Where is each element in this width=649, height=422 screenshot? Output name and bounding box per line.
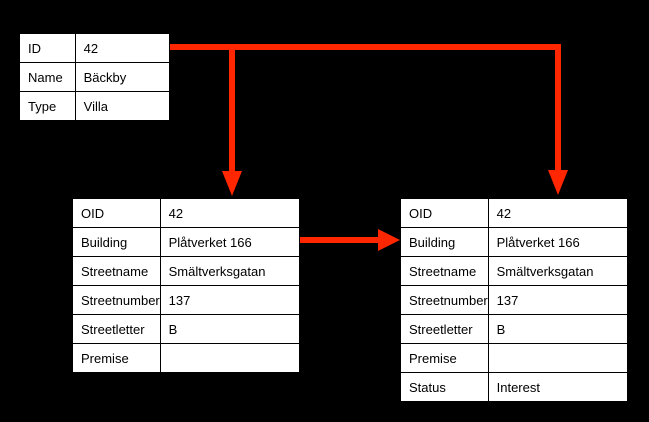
table-row: ID 42 <box>20 34 169 63</box>
field-value: Bäckby <box>83 69 127 85</box>
table-row: Name Bäckby <box>20 63 169 92</box>
field-label: Status <box>401 373 489 401</box>
arrowhead-down-icon <box>222 171 242 196</box>
field-label: OID <box>73 199 161 227</box>
field-value: Plåtverket 166 <box>496 234 580 250</box>
address-record-table-left: OID 42 Building Plåtverket 166 Streetnam… <box>72 198 300 373</box>
field-value: Villa <box>83 98 108 114</box>
field-value: 137 <box>496 292 519 308</box>
field-label: Streetname <box>73 257 161 285</box>
field-label: Streetnumber <box>401 286 489 314</box>
field-value: 42 <box>496 205 512 221</box>
field-label: Building <box>401 228 489 256</box>
field-label: Streetname <box>401 257 489 285</box>
field-label: Type <box>20 92 76 120</box>
area-record-table: ID 42 Name Bäckby Type Villa <box>19 33 170 121</box>
field-value: 42 <box>168 205 184 221</box>
field-value: B <box>496 321 506 337</box>
field-value <box>161 344 299 372</box>
table-row: Premise <box>401 344 627 373</box>
field-label: Building <box>73 228 161 256</box>
connector-line-horizontal <box>170 44 561 50</box>
table-row: Streetletter B <box>401 315 627 344</box>
field-value: Smältverksgatan <box>496 263 594 279</box>
table-row: Streetnumber 137 <box>73 286 299 315</box>
field-label: Name <box>20 63 76 91</box>
field-value: B <box>168 321 178 337</box>
field-value: Plåtverket 166 <box>168 234 252 250</box>
field-value: Interest <box>496 379 540 395</box>
connector-line-vertical-left <box>229 44 235 171</box>
table-row: Status Interest <box>401 373 627 401</box>
field-value: 137 <box>168 292 191 308</box>
field-value: 42 <box>83 40 99 56</box>
field-label: ID <box>20 34 76 62</box>
field-label: Premise <box>73 344 161 372</box>
table-row: Streetname Smältverksgatan <box>73 257 299 286</box>
connector-line-vertical-right <box>555 44 561 170</box>
field-label: Streetletter <box>73 315 161 343</box>
field-value <box>489 344 627 372</box>
connector-line-middle <box>300 237 378 243</box>
arrowhead-down-icon <box>548 170 568 195</box>
field-label: OID <box>401 199 489 227</box>
table-row: Streetnumber 137 <box>401 286 627 315</box>
table-row: Building Plåtverket 166 <box>401 228 627 257</box>
address-record-table-right: OID 42 Building Plåtverket 166 Streetnam… <box>400 198 628 402</box>
table-row: Type Villa <box>20 92 169 120</box>
field-label: Premise <box>401 344 489 372</box>
table-row: OID 42 <box>73 199 299 228</box>
arrowhead-right-icon <box>378 229 400 251</box>
field-value: Smältverksgatan <box>168 263 266 279</box>
field-label: Streetnumber <box>73 286 161 314</box>
field-label: Streetletter <box>401 315 489 343</box>
table-row: OID 42 <box>401 199 627 228</box>
table-row: Streetletter B <box>73 315 299 344</box>
table-row: Premise <box>73 344 299 372</box>
table-row: Streetname Smältverksgatan <box>401 257 627 286</box>
table-row: Building Plåtverket 166 <box>73 228 299 257</box>
